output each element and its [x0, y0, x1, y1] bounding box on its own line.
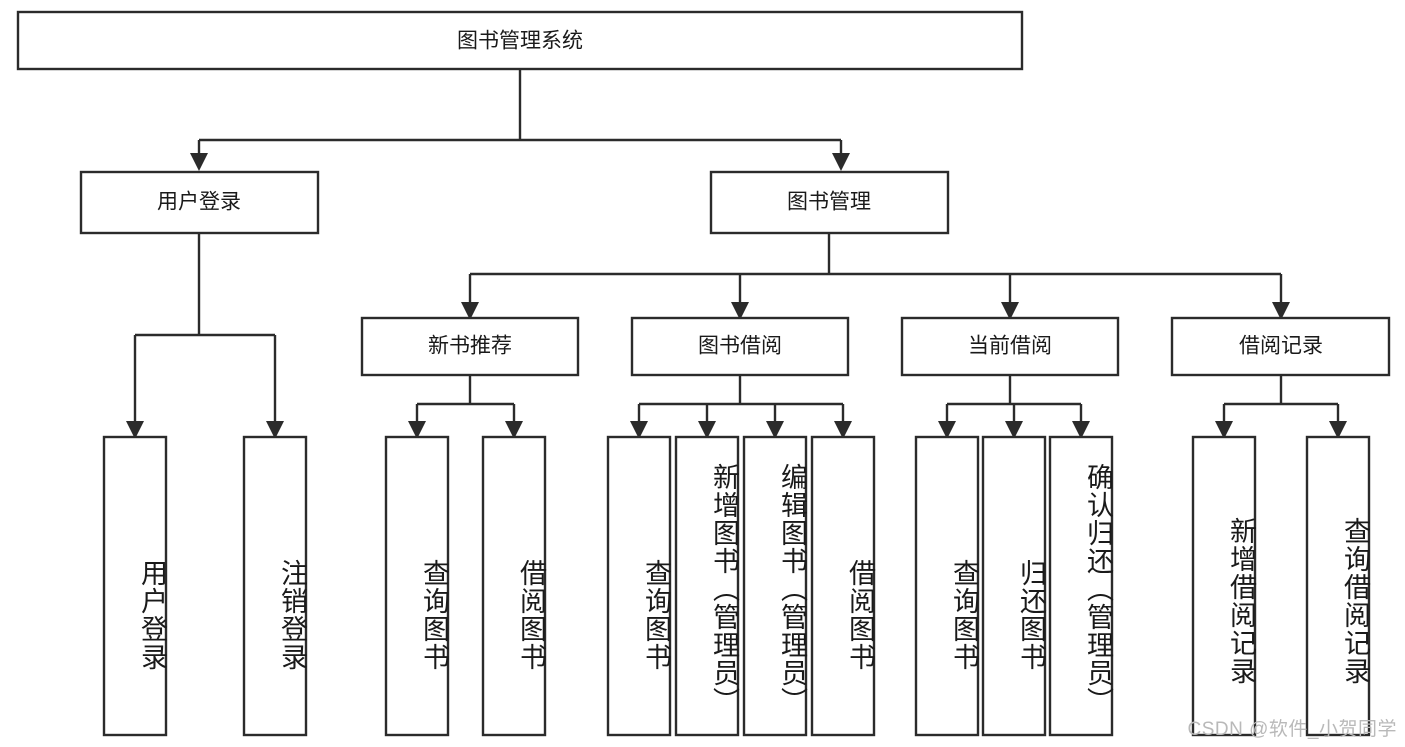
leaf-box-logout-login	[242, 435, 308, 737]
node-user-login[interactable]: 用户登录	[79, 170, 320, 235]
node-book-manage-label: 图书管理	[787, 191, 871, 214]
leaf-box-return-book	[981, 435, 1047, 737]
node-book-manage[interactable]: 图书管理	[709, 170, 950, 235]
connector-book-borrow-to-leaves	[630, 375, 852, 439]
node-current-borrow-label: 当前借阅	[968, 335, 1052, 358]
node-root[interactable]: 图书管理系统	[16, 10, 1024, 71]
connector-new-book-recommend-to-leaves	[408, 375, 523, 439]
node-new-book-recommend[interactable]: 新书推荐	[360, 316, 580, 377]
connector-book-manage-to-level2	[461, 233, 1290, 320]
connector-root-to-level1	[190, 69, 850, 171]
leaf-box-query-book-1	[384, 435, 450, 737]
leaf-box-borrow-book-1	[481, 435, 547, 737]
connector-borrow-record-to-leaves	[1215, 375, 1347, 439]
leaf-box-edit-book	[742, 435, 808, 737]
connector-user-login-to-leaves	[126, 233, 284, 439]
leaf-box-borrow-book-2	[810, 435, 876, 737]
leaf-box-query-book-2	[606, 435, 672, 737]
csdn-watermark: CSDN @软件_小贺同学	[1187, 719, 1397, 740]
node-borrow-record[interactable]: 借阅记录	[1170, 316, 1391, 377]
node-user-login-label: 用户登录	[157, 191, 241, 214]
node-book-borrow[interactable]: 图书借阅	[630, 316, 850, 377]
leaf-box-query-book-3	[914, 435, 980, 737]
leaf-box-add-book	[674, 435, 740, 737]
node-book-borrow-label: 图书借阅	[698, 335, 782, 358]
leaf-boxes	[102, 435, 1371, 737]
connector-current-borrow-to-leaves	[938, 375, 1090, 439]
leaf-box-user-login	[102, 435, 168, 737]
node-current-borrow[interactable]: 当前借阅	[900, 316, 1120, 377]
leaf-box-query-record	[1305, 435, 1371, 737]
leaf-box-add-record	[1191, 435, 1257, 737]
node-root-label: 图书管理系统	[457, 30, 583, 53]
leaf-box-confirm-return	[1048, 435, 1114, 737]
node-borrow-record-label: 借阅记录	[1239, 335, 1323, 358]
node-new-book-recommend-label: 新书推荐	[428, 335, 512, 358]
